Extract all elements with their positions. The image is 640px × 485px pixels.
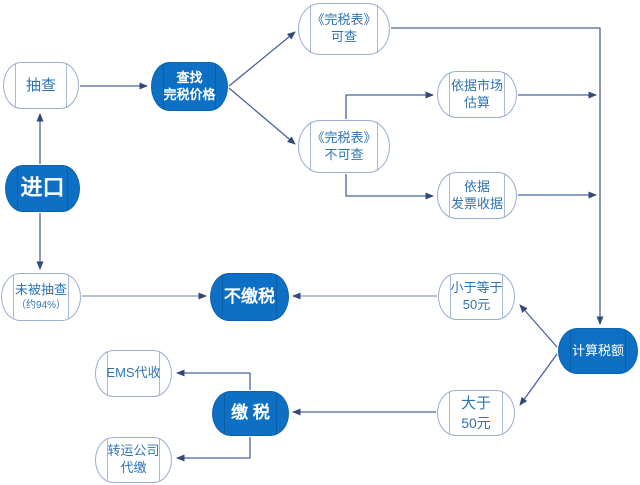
- node-no-tax: 不缴税: [210, 273, 289, 321]
- node-tax-table-available: 《完税表》可查: [298, 3, 390, 55]
- node-tax-table-unavailable: 《完税表》不可查: [298, 120, 390, 173]
- node-text-line: EMS代收: [106, 365, 161, 381]
- node-label-tax-table-unavailable: 《完税表》不可查: [299, 130, 388, 164]
- connector-find-price-to-table-unavailable: [228, 87, 296, 145]
- connector-calculate-to-lte50: [519, 304, 558, 348]
- node-text-line: 估算: [463, 94, 490, 110]
- node-label-spot-check: 抽查: [14, 76, 68, 96]
- node-text-line: 50元: [461, 414, 491, 431]
- node-label-pay-tax: 缴 税: [219, 402, 282, 424]
- node-text-line: （约94%）: [15, 299, 66, 311]
- node-label-find-duty-paid-price: 查找完税价格: [152, 70, 228, 104]
- node-text-line: 不可查: [324, 146, 364, 162]
- node-by-invoice-receipt: 依据发票收据: [437, 172, 517, 219]
- connector-pay-tax-to-ems: [176, 369, 251, 390]
- node-label-estimate-by-market: 依据市场估算: [439, 78, 515, 112]
- node-label-forwarder-pays: 转运公司代缴: [96, 443, 172, 477]
- node-text-line: 小于等于: [450, 279, 503, 295]
- node-text-line: 《完税表》: [311, 129, 377, 145]
- node-text-line: 未被抽查: [14, 282, 67, 298]
- node-spot-check: 抽查: [3, 62, 79, 109]
- node-label-calculate-tax: 计算税额: [560, 343, 636, 360]
- node-label-not-inspected: 未被抽查（约94%）: [3, 282, 79, 312]
- node-text-line: 可查: [330, 29, 357, 44]
- node-find-duty-paid-price: 查找完税价格: [151, 62, 228, 111]
- node-text-line: 查找: [176, 69, 203, 85]
- node-ems-collect: EMS代收: [95, 350, 172, 397]
- connector-calculate-to-gt50: [519, 353, 558, 406]
- connector-unavailable-to-market: [345, 91, 434, 119]
- node-text-line: 不缴税: [224, 286, 275, 306]
- node-text-line: 计算税额: [571, 342, 624, 358]
- node-text-line: 依据: [463, 178, 490, 194]
- node-text-line: 发票收据: [450, 195, 503, 211]
- node-calculate-tax: 计算税额: [558, 328, 638, 374]
- node-label-no-tax: 不缴税: [212, 286, 287, 308]
- node-text-line: 依据市场: [450, 77, 503, 93]
- node-not-inspected: 未被抽查（约94%）: [1, 273, 81, 321]
- connector-pay-tax-to-forwarder: [176, 437, 251, 462]
- node-text-line: 完税价格: [163, 86, 216, 102]
- node-pay-tax: 缴 税: [212, 391, 289, 436]
- node-label-ems-collect: EMS代收: [94, 365, 172, 382]
- node-text-line: 抽查: [25, 76, 56, 94]
- node-text-line: 《完税表》: [311, 12, 377, 28]
- node-text-line: 50元: [462, 296, 491, 312]
- node-text-line: 缴 税: [231, 403, 270, 423]
- connector-find-price-to-table-available: [228, 31, 296, 87]
- connector-unavailable-to-invoice: [345, 174, 434, 200]
- connector-table-available-to-calculate: [391, 27, 604, 325]
- node-label-import: 进口: [8, 174, 76, 203]
- node-text-line: 代缴: [120, 460, 147, 475]
- node-label-tax-table-available: 《完税表》可查: [299, 12, 388, 46]
- node-text-line: 大于: [460, 395, 491, 413]
- node-forwarder-pays: 转运公司代缴: [95, 437, 172, 483]
- node-text-line: 进口: [20, 175, 65, 201]
- node-text-line: 转运公司: [107, 443, 160, 459]
- node-estimate-by-market: 依据市场估算: [437, 71, 517, 118]
- node-import: 进口: [5, 165, 80, 212]
- node-label-by-invoice-receipt: 依据发票收据: [439, 179, 515, 213]
